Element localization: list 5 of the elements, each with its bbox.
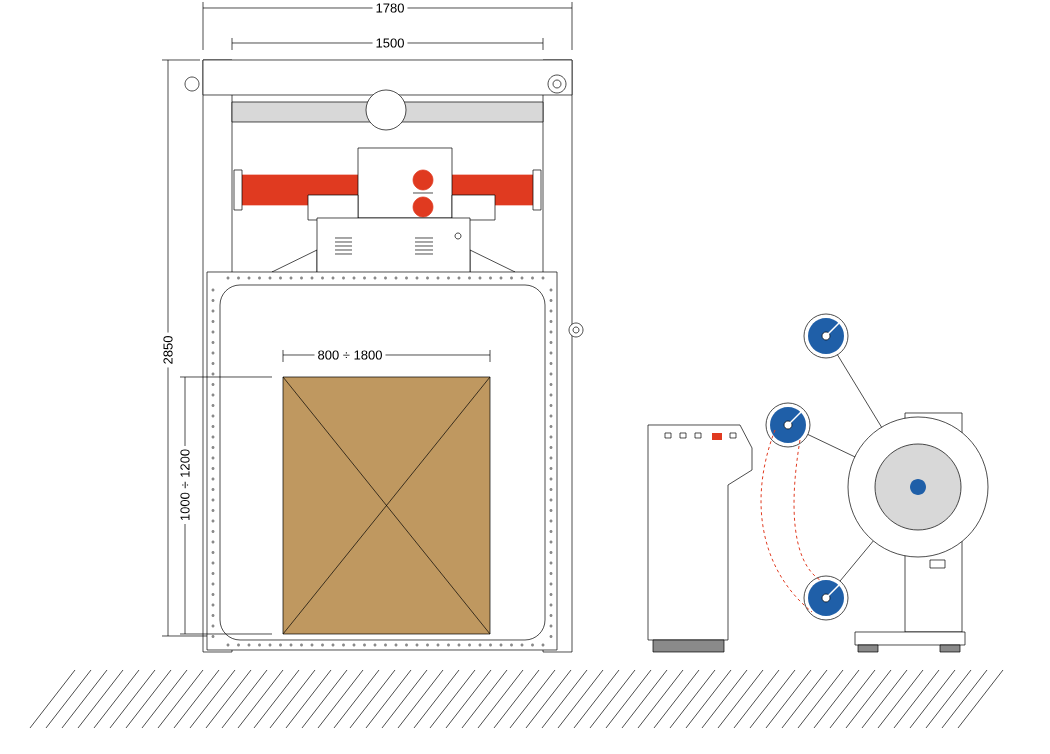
- dimension-label: 1000 ÷ 1200: [177, 445, 193, 525]
- dimension-label: 1500: [372, 35, 408, 51]
- dimension-label: 1780: [372, 0, 408, 16]
- dimension-label: 2850: [160, 332, 176, 368]
- dimension-label: 800 ÷ 1800: [314, 347, 386, 363]
